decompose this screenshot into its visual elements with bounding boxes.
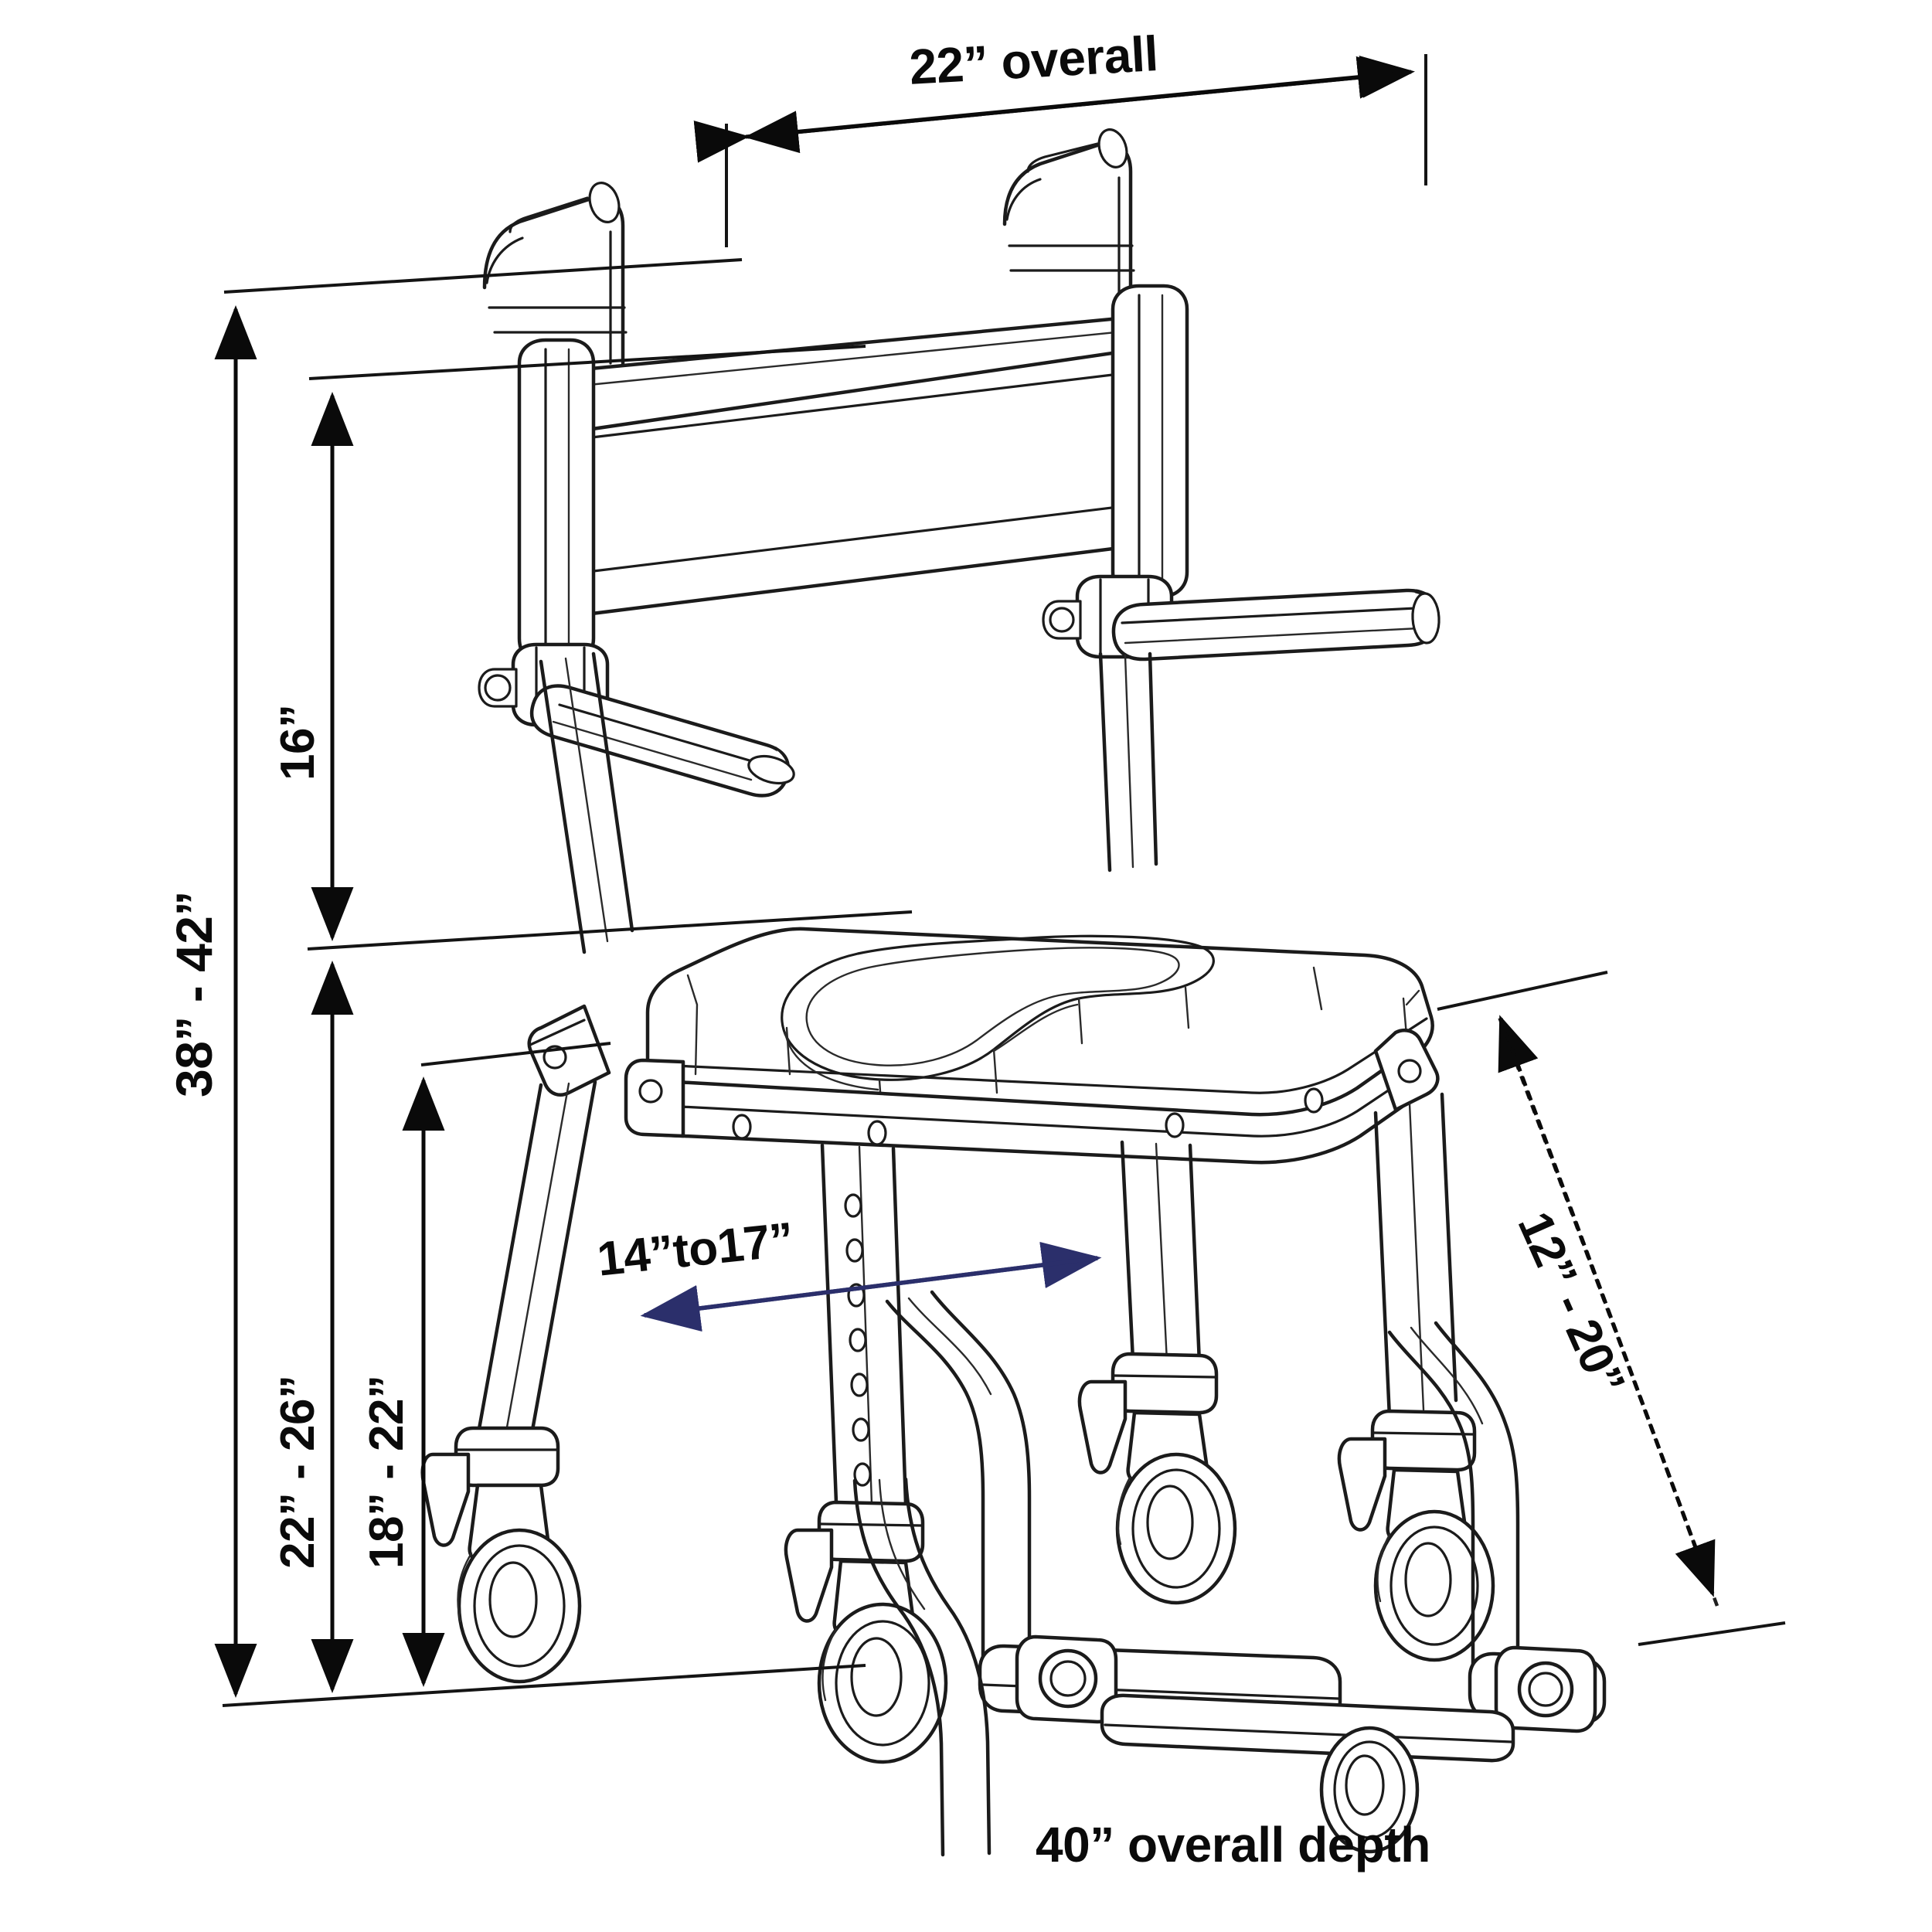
dimension-label-seat-height: 18” - 22”	[360, 1375, 413, 1569]
dimension-overall-width	[693, 54, 1427, 247]
dimension-seat-height	[402, 1042, 611, 1687]
dimension-seat-width	[640, 1241, 1102, 1332]
dimension-label-overall-depth: 40” overall depth	[1036, 1817, 1430, 1872]
backrest-post-right	[1098, 651, 1158, 872]
caster-rear-left	[420, 1426, 582, 1684]
dimension-overall-height	[214, 258, 866, 1707]
leg-rear-left	[1120, 1140, 1202, 1366]
caster-front-center	[1319, 1726, 1420, 1854]
caster-rear-right	[1337, 1409, 1495, 1662]
dimension-backrest-height	[307, 345, 913, 951]
dimension-label-backrest-height: 16”	[271, 704, 325, 781]
dimension-footrest-depth	[1437, 971, 1786, 1646]
seat-frame	[527, 1004, 1440, 1165]
footrest	[885, 1290, 1607, 1854]
dimension-label-overall-width: 22” overall	[907, 26, 1160, 95]
footrest-hanger-left	[852, 1477, 992, 1857]
armrest-left	[478, 642, 795, 798]
dimension-label-overall-height: 38” - 42”	[165, 891, 223, 1097]
dimension-label-armrest-height: 22” - 26”	[271, 1375, 325, 1569]
leg-front-left	[475, 1080, 597, 1440]
armrest-right	[1042, 574, 1440, 662]
backrest-post-left	[539, 651, 634, 954]
push-handle-left	[482, 182, 628, 366]
leg-rear-right	[1373, 1092, 1458, 1420]
caster-front-left	[784, 1500, 948, 1764]
backrest	[517, 284, 1189, 665]
caster-rear-center	[1077, 1352, 1237, 1605]
